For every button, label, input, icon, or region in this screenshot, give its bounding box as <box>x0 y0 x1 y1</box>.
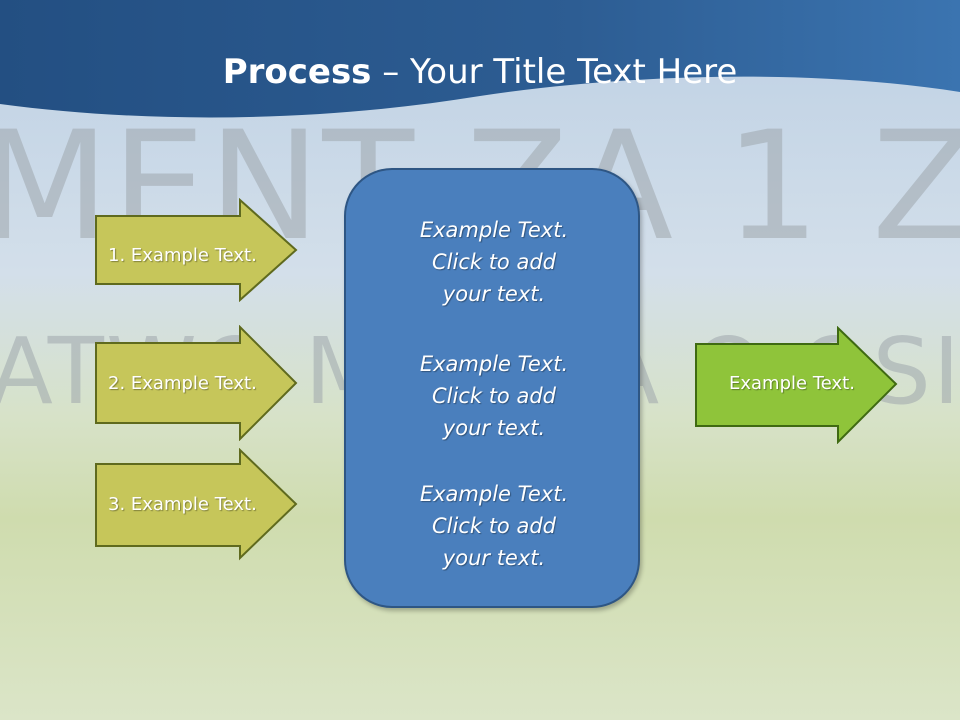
process-text-line: your text. <box>442 282 546 306</box>
input-arrow-2[interactable] <box>94 325 300 441</box>
process-text-line: Click to add <box>431 250 556 274</box>
output-arrow-label: Example Text. <box>729 373 855 394</box>
output-arrow[interactable] <box>694 326 900 444</box>
title-rest: – Your Title Text Here <box>371 52 738 92</box>
process-text-block-3: Example Text. Click to add your text. <box>346 478 642 574</box>
process-text-line: Click to add <box>431 514 556 538</box>
process-text-line: Example Text. <box>419 482 569 506</box>
process-text-block-2: Example Text. Click to add your text. <box>346 348 642 444</box>
process-text-line: Example Text. <box>419 218 569 242</box>
input-arrow-1[interactable] <box>94 198 300 302</box>
process-text-line: your text. <box>442 416 546 440</box>
title-bold: Process <box>222 52 372 92</box>
process-text-line: Example Text. <box>419 352 569 376</box>
input-arrow-3-label: 3. Example Text. <box>108 494 257 515</box>
slide-title[interactable]: Process – Your Title Text Here <box>0 52 960 92</box>
process-text-line: Click to add <box>431 384 556 408</box>
process-box[interactable]: Example Text. Click to add your text. Ex… <box>344 168 640 608</box>
process-text-line: your text. <box>442 546 546 570</box>
input-arrow-1-label: 1. Example Text. <box>108 245 257 266</box>
process-text-block-1: Example Text. Click to add your text. <box>346 214 642 310</box>
input-arrow-3[interactable] <box>94 448 300 562</box>
input-arrow-2-label: 2. Example Text. <box>108 373 257 394</box>
